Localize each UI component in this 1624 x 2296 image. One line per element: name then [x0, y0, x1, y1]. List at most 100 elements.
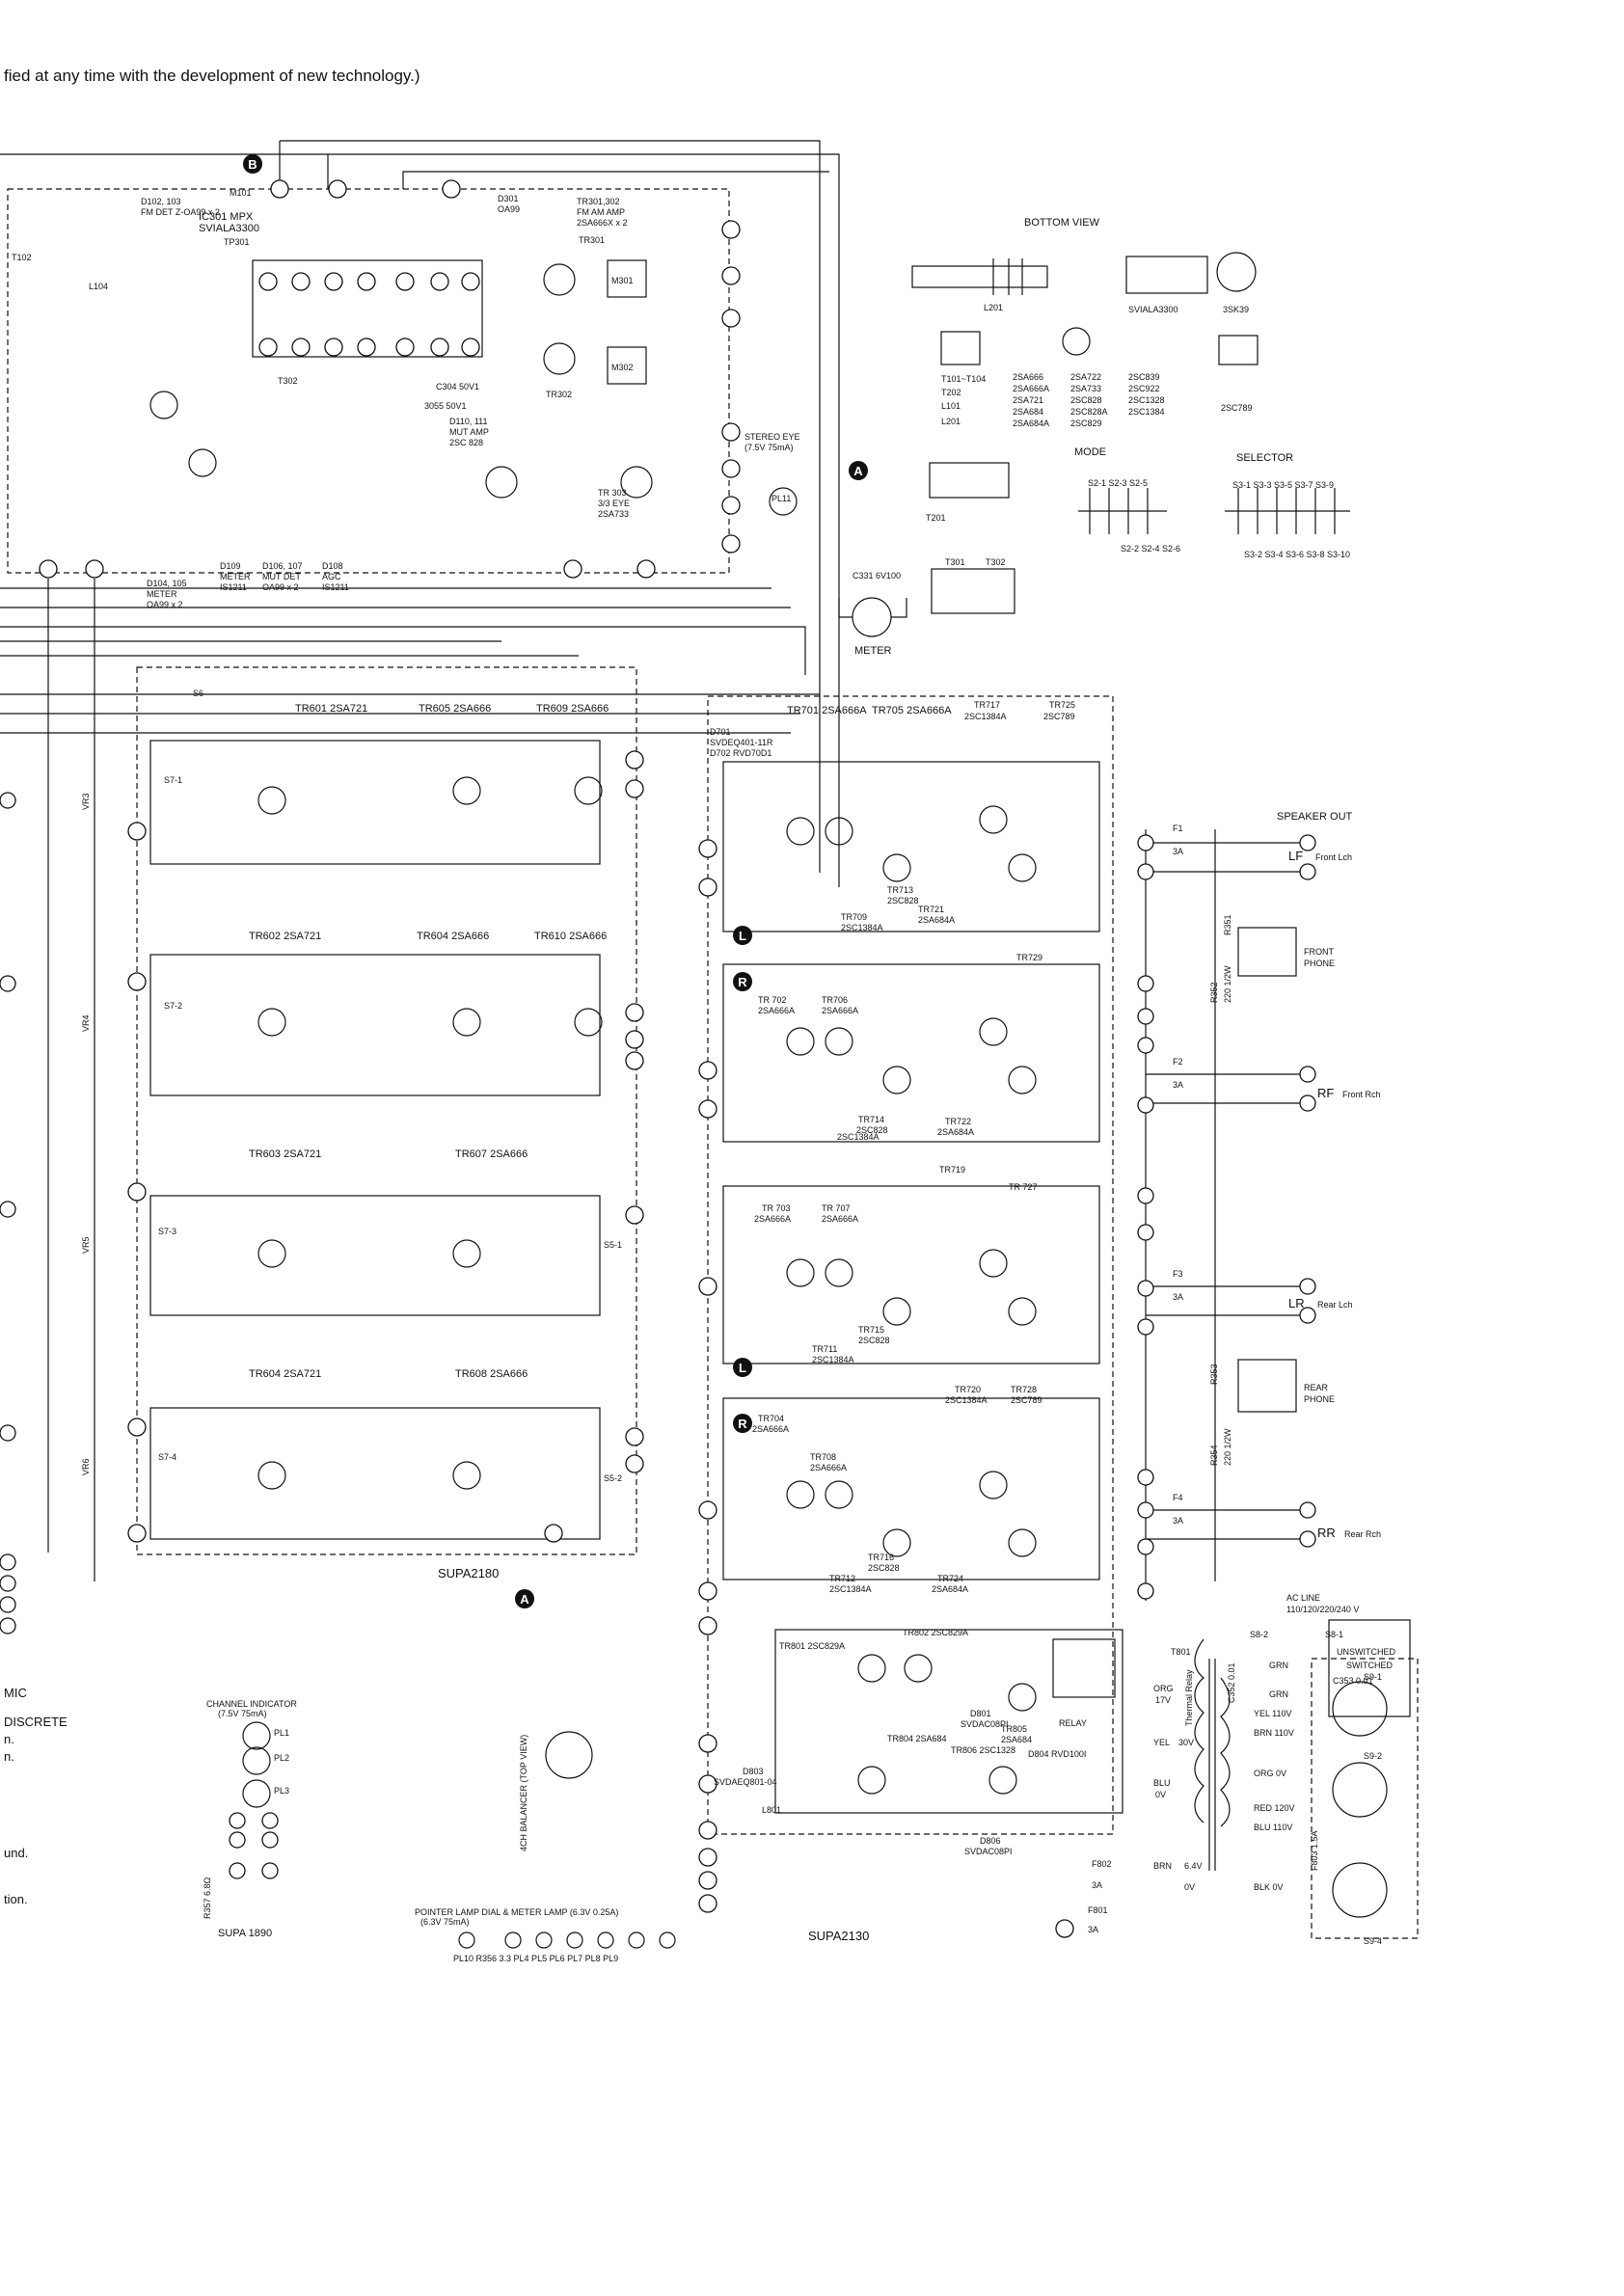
- org-label: ORG 0V: [1254, 1769, 1286, 1778]
- meter-gauge: [852, 597, 892, 637]
- ic301-part: SVIALA3300: [199, 223, 259, 234]
- tr715-part: 2SC828: [858, 1336, 890, 1345]
- d104-desc: METER: [147, 589, 177, 599]
- ac-section: AC LINE 110/120/220/240 V S8-2 S8-1 UNSW…: [1153, 1593, 1419, 1946]
- grn2-label: GRN: [1269, 1689, 1288, 1699]
- mode-label: MODE: [1074, 446, 1106, 458]
- tr722-label: TR722: [945, 1117, 971, 1126]
- ic301-pinout: [252, 259, 483, 358]
- preamp-rail: [47, 579, 95, 1581]
- stereo-eye-rating: (7.5V 75mA): [744, 443, 794, 452]
- t201-footprint: [929, 462, 1010, 499]
- channel-indicator-label: CHANNEL INDICATOR: [206, 1699, 297, 1709]
- power-ch-rf: [722, 963, 1100, 1143]
- marker-b: [243, 154, 262, 174]
- d702-label: D702 RVD70D1: [710, 748, 771, 758]
- tr728-part: 2SC789: [1011, 1395, 1042, 1405]
- yel-tap-label: YEL: [1153, 1738, 1170, 1747]
- blu-tap-label: BLU: [1153, 1778, 1171, 1788]
- tr301-label: TR301,302: [577, 197, 620, 206]
- transistor-footprint: [1062, 327, 1091, 356]
- tr301-ref: TR301: [579, 235, 605, 245]
- d108-label: D108: [322, 561, 343, 571]
- preamp-ch-rr: [149, 1407, 601, 1540]
- tuner-transistors: [149, 259, 653, 499]
- tr714-label: TR714: [858, 1115, 884, 1124]
- org-tap-volt: 17V: [1155, 1695, 1171, 1705]
- front-phone-label-2: PHONE: [1304, 959, 1335, 968]
- tr303-part: 2SA733: [598, 509, 629, 519]
- note-1: n.: [4, 1732, 14, 1746]
- s91-label: S9-1: [1364, 1672, 1382, 1682]
- f1-label: F1: [1173, 824, 1183, 833]
- tuner-bus-wire: [280, 140, 821, 873]
- vr3-label: VR3: [81, 793, 91, 810]
- ac-line-label: AC LINE: [1286, 1593, 1320, 1603]
- power-supply-block: [774, 1629, 1123, 1814]
- tr301-desc: FM AM AMP: [577, 207, 625, 217]
- rear-phone-label-2: PHONE: [1304, 1394, 1335, 1404]
- rear-phone-label: REAR: [1304, 1383, 1329, 1392]
- preamp-ch-lr: [149, 1195, 601, 1316]
- output-section: SPEAKER OUT LF Front Lch FRONT PHONE RF …: [1137, 811, 1381, 1601]
- tr604-label: TR604 2SA666: [417, 931, 489, 942]
- f803-label: F803 1.5A: [1310, 1830, 1319, 1871]
- tr721-part: 2SA684A: [918, 915, 955, 925]
- red-label: RED 120V: [1254, 1803, 1295, 1813]
- bottom-view-title: BOTTOM VIEW: [1024, 217, 1100, 229]
- output-rf-wire: [1146, 1073, 1302, 1104]
- f3-label: F3: [1173, 1269, 1183, 1279]
- tr714-part: 2SC828: [856, 1125, 888, 1135]
- d109-desc: METER: [220, 572, 251, 581]
- s6-label: S6: [193, 689, 203, 698]
- tuner-drop-wire: [402, 171, 829, 189]
- mode-top-pins: S2-1 S2-3 S2-5: [1088, 478, 1148, 488]
- s71-label: S7-1: [164, 775, 182, 785]
- note-3: und.: [4, 1846, 28, 1860]
- power-ch-lf: [722, 761, 1100, 932]
- coil-footprint: [940, 331, 981, 365]
- t201-label: T201: [926, 513, 946, 523]
- m101-label: M101: [230, 188, 252, 198]
- grn-label: GRN: [1269, 1661, 1288, 1670]
- tr717-part: 2SC1384A: [964, 712, 1007, 721]
- pointer-lamp-rating: (6.3V 75mA): [420, 1917, 470, 1927]
- tr303-desc: 3/3 EYE: [598, 499, 630, 508]
- tr715-label: TR715: [858, 1325, 884, 1335]
- tr110-desc: MUT AMP: [449, 427, 489, 437]
- relay-box: [1052, 1638, 1116, 1698]
- lamp-pl7: [597, 1931, 614, 1949]
- brn-tap-volt: 6.4V: [1184, 1861, 1203, 1871]
- yel-label: YEL 110V: [1254, 1709, 1292, 1718]
- s94-label: S9-4: [1364, 1936, 1382, 1946]
- tr722-part: 2SA684A: [937, 1127, 974, 1137]
- pointer-lamp-label: POINTER LAMP DIAL & METER LAMP (6.3V 0.2…: [415, 1907, 618, 1917]
- marker-l-2: L: [739, 1361, 746, 1375]
- output-rail: [1145, 829, 1216, 1601]
- connector-node: [721, 220, 741, 239]
- balancer-label: 4CH BALANCER (TOP VIEW): [519, 1735, 528, 1851]
- tr704-part: 2SA666A: [752, 1424, 789, 1434]
- tr610-label: TR610 2SA666: [534, 931, 607, 942]
- l104-label: L104: [89, 282, 108, 291]
- lamp-pl10: [458, 1931, 475, 1949]
- tuner-output-wire: [0, 587, 806, 675]
- connector-node: [270, 179, 289, 199]
- l801-label: L801: [762, 1805, 781, 1815]
- front-phone-label: FRONT: [1304, 947, 1334, 957]
- brn-label: BRN 110V: [1254, 1728, 1294, 1738]
- transformer-secondary: [1220, 1677, 1231, 1827]
- t101-label: T101~T104: [941, 374, 986, 384]
- switched-label: SWITCHED: [1346, 1661, 1393, 1670]
- rf-label: RF: [1317, 1086, 1334, 1100]
- tr713-part: 2SC828: [887, 896, 919, 905]
- d803-label: D803: [743, 1767, 764, 1776]
- yel-tap-volt: 30V: [1178, 1738, 1194, 1747]
- pkg-col3-0: 2SC839: [1128, 372, 1160, 382]
- d701-label: D701: [710, 727, 731, 737]
- lamp-pl5: [535, 1931, 553, 1949]
- d701-part: SVDEQ401-11R: [710, 738, 773, 747]
- rr-desc: Rear Rch: [1344, 1529, 1381, 1539]
- power-amp-board-outline: [707, 695, 1114, 1835]
- f4-label: F4: [1173, 1493, 1183, 1502]
